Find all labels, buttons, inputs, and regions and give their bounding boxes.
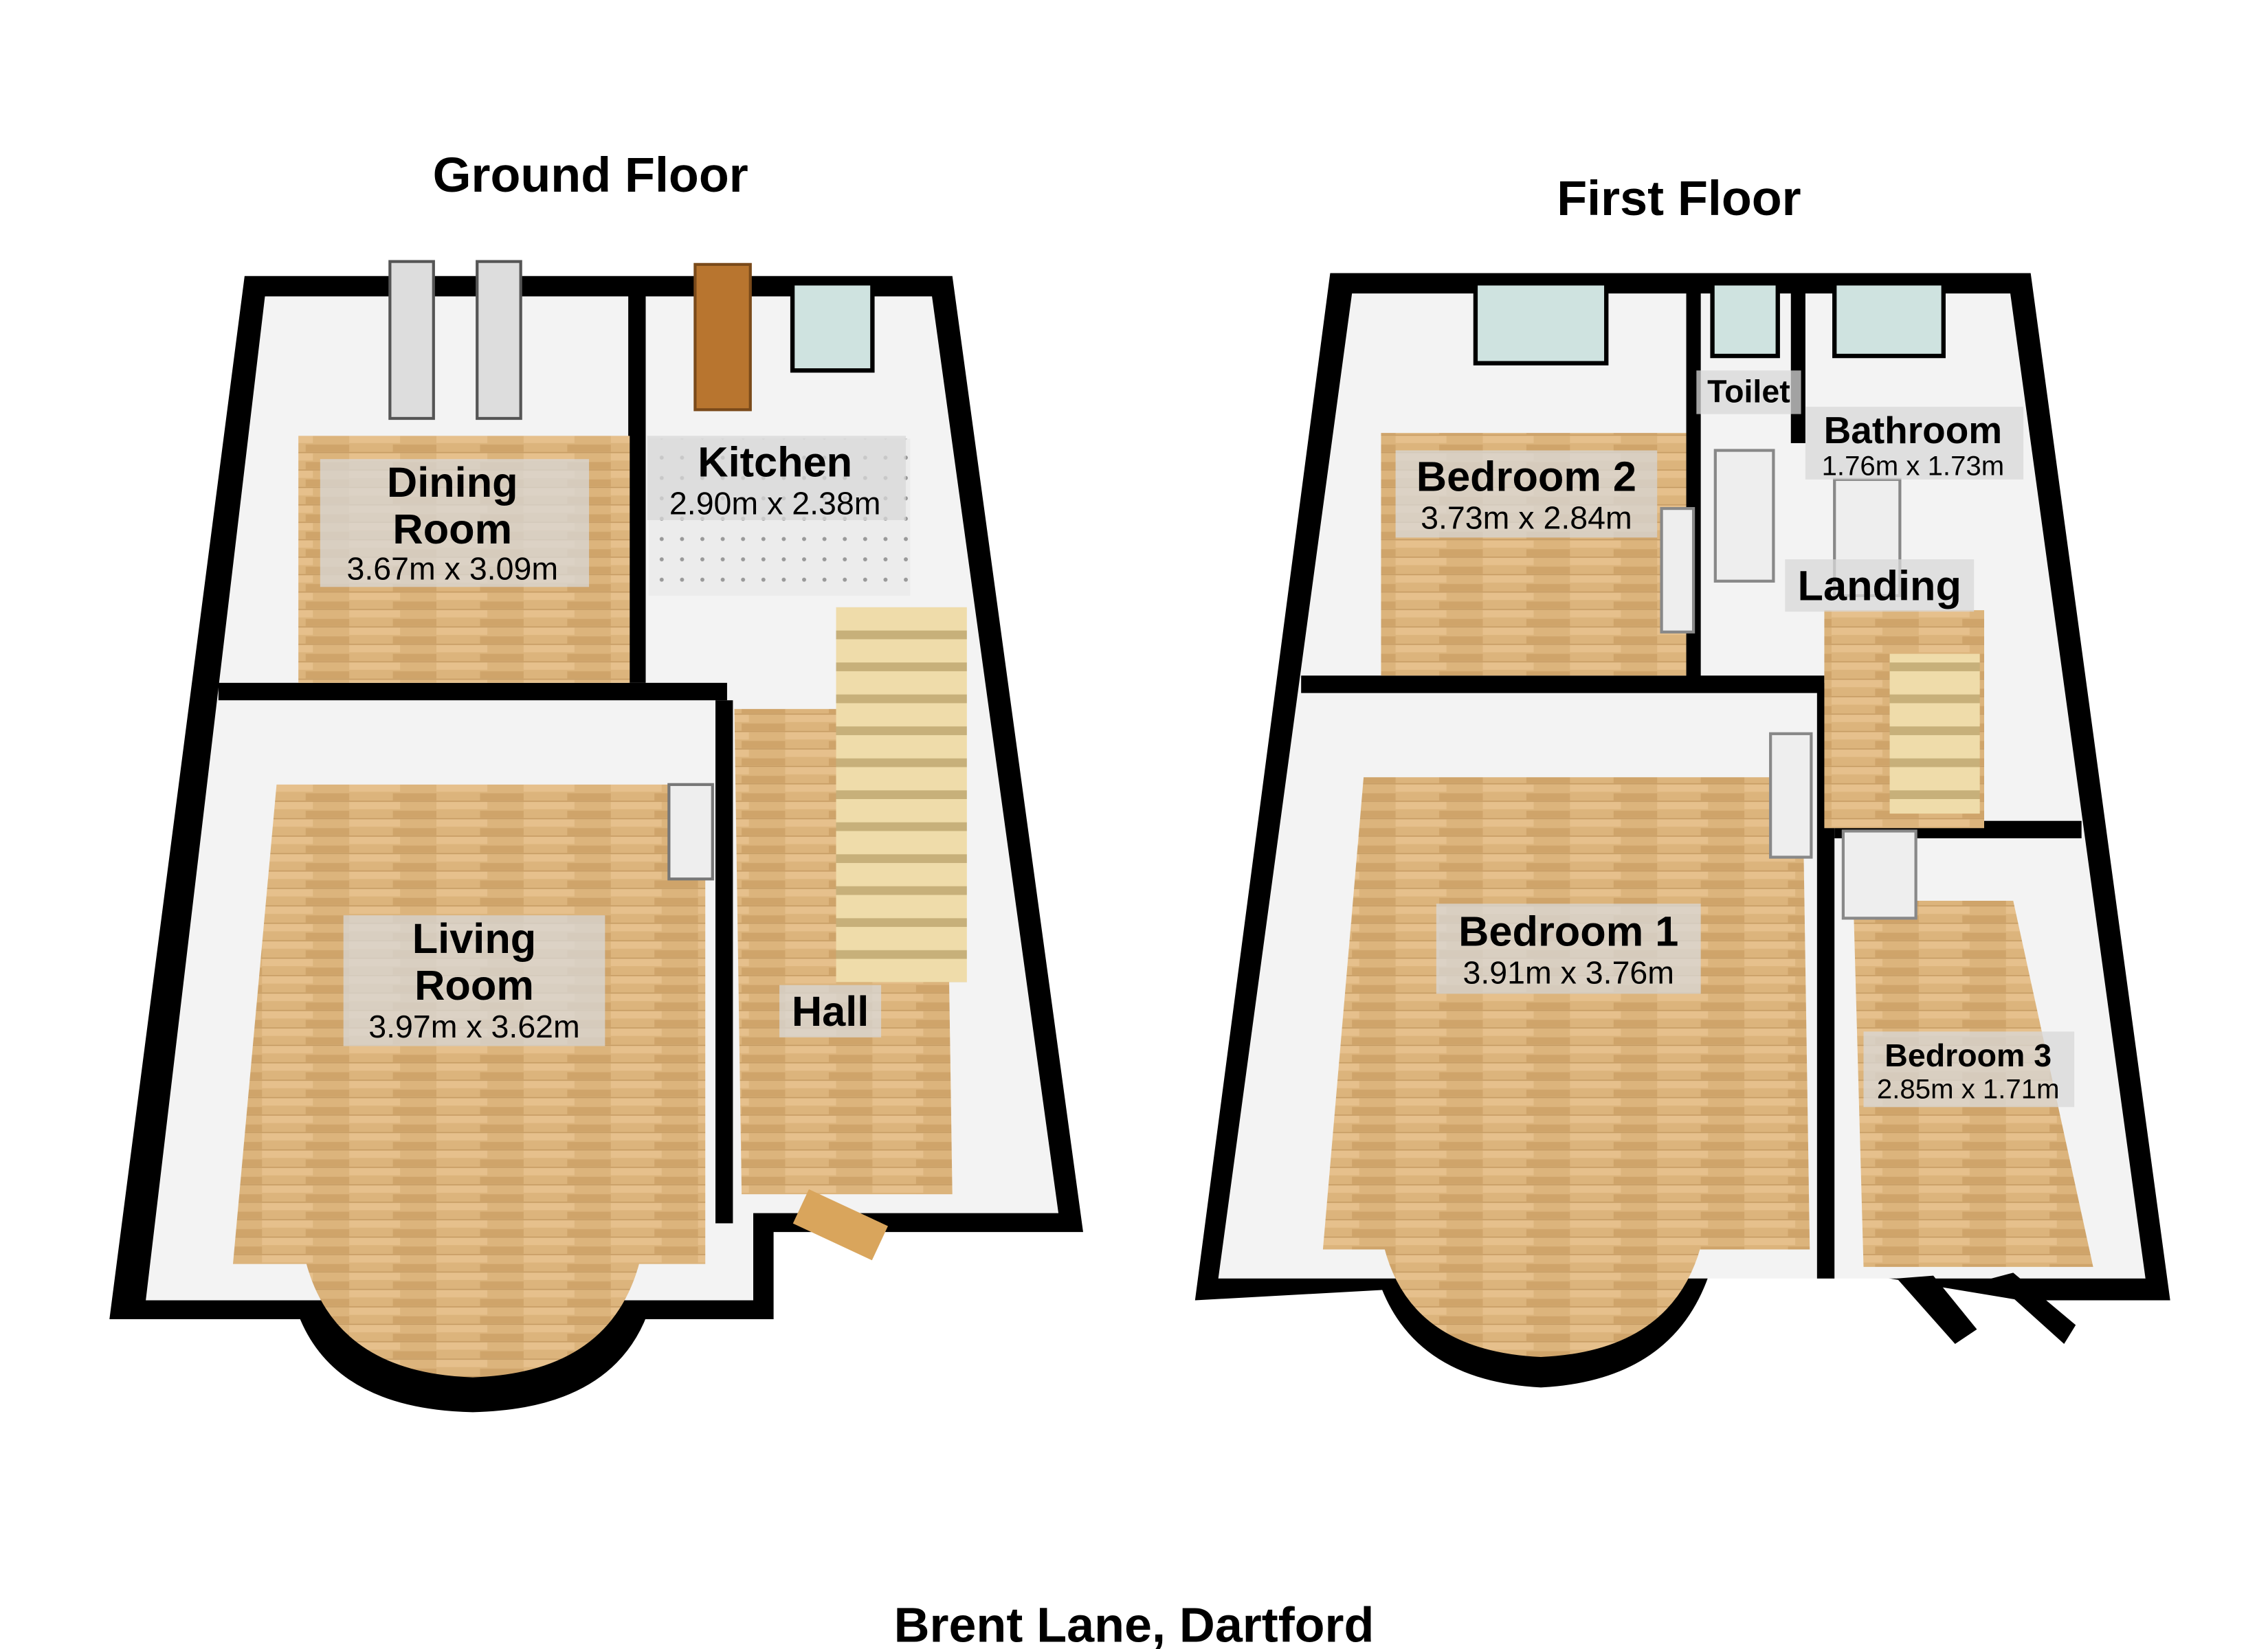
bedroom2-door [1660,506,1696,633]
kitchen-label-bg [647,436,907,521]
kitchen-dimensions: 2.90m x 2.38m [669,486,881,521]
living-label-bg [343,915,605,1046]
living-room-bay-floor [305,1261,641,1378]
kitchen-name: Kitchen [698,438,852,486]
ground-floor-title: Ground Floor [433,148,748,203]
dining-label-bg [320,459,590,587]
bedroom3-bay-window [1897,1275,1977,1344]
dining-room-name-2: Room [392,505,512,552]
bathroom-label-bg [1805,407,2024,480]
living-room-name-2: Room [414,961,534,1009]
bathroom-dimensions: 1.76m x 1.73m [1822,450,2005,481]
bedroom3-label-bg [1863,1031,2075,1108]
bedroom1-dimensions: 3.91m x 3.76m [1463,955,1674,991]
bedroom1-door [1769,732,1813,859]
hall-label-bg [779,985,882,1037]
hall-name: Hall [792,987,869,1035]
bathroom-name: Bathroom [1824,409,2003,451]
landing-name: Landing [1798,561,1961,609]
toilet-name: Toilet [1707,374,1790,410]
bedroom3-dimensions: 2.85m x 1.71m [1877,1074,2060,1105]
bedroom2-window [1473,281,1609,366]
living-door [667,783,714,881]
bedroom1-floor [1322,777,1810,1250]
landing-label-bg [1785,559,1975,612]
bedroom3-name: Bedroom 3 [1885,1037,2052,1073]
toilet-bathroom-wall [1790,276,1805,443]
living-hall-wall [715,700,733,1224]
toilet-label-bg [1696,370,1801,414]
bathroom-window [1832,281,1946,359]
dining-room-dimensions: 3.67m x 3.09m [346,551,558,587]
toilet-window [1710,281,1780,359]
landing-staircase [1889,653,1980,814]
toilet-door [1713,449,1775,583]
dining-patio-door-right [476,260,522,420]
bedroom1-name: Bedroom 1 [1458,908,1678,955]
bedroom3-bay-window-2 [1991,1272,2076,1344]
kitchen-back-door [693,262,752,412]
kitchen-window [790,281,875,373]
property-address: Brent Lane, Dartford [894,1597,1375,1649]
bedroom1-bay-floor [1383,1246,1701,1357]
bedroom3-door [1841,829,1917,920]
bedroom2-dimensions: 3.73m x 2.84m [1421,500,1632,536]
front-door [792,1189,888,1261]
living-room-name: Living [412,915,537,962]
dining-patio-door-left [388,260,435,420]
dining-kitchen-wall [628,290,646,683]
first-floor-plan: First Floor Toilet Bathroom 1.76m x 1.73… [1194,171,2170,1388]
bedroom1-label-bg [1436,904,1701,994]
bedroom2-label-bg [1395,450,1658,538]
dining-room-name: Dining [387,458,518,506]
living-room-dimensions: 3.97m x 3.62m [368,1009,580,1044]
dining-to-living-wall [218,682,727,701]
bedroom2-bedroom1-wall [1301,675,1825,693]
staircase [836,607,967,983]
bedroom2-name: Bedroom 2 [1416,453,1636,500]
ground-floor-plan: Ground Floor Dining Room 3.67m x 3.09m K… [109,148,1083,1413]
first-floor-title: First Floor [1557,171,1801,226]
